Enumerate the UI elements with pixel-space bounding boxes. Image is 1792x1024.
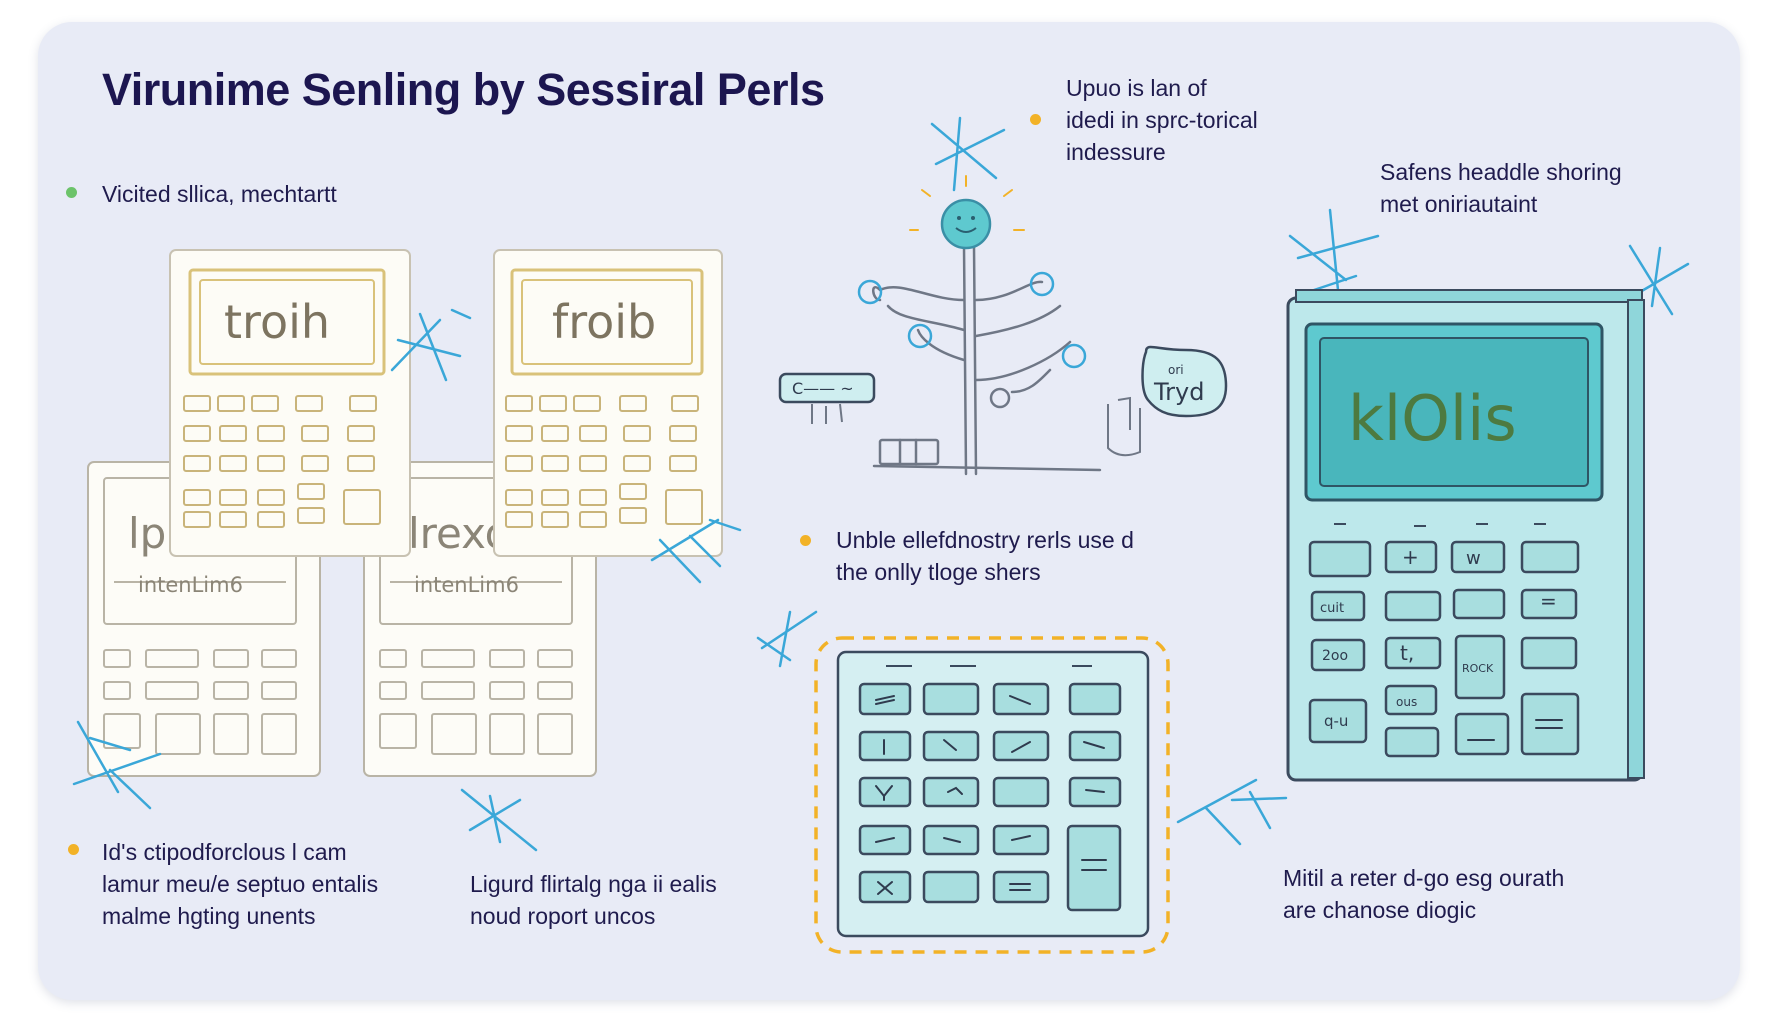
key-label: w bbox=[1466, 548, 1481, 569]
note-top-right: Safens headdle shoring met oniriautaint bbox=[1380, 156, 1622, 220]
tree-sign-left: C—— ~ bbox=[778, 372, 876, 424]
note-line: idedi in sprc-torical bbox=[1066, 107, 1258, 133]
note-middle-center: Unble ellefdnostry rerls use d the onlly… bbox=[836, 524, 1134, 588]
bullet-dot bbox=[1030, 114, 1041, 125]
screen-text: intenLim6 bbox=[414, 573, 519, 597]
sign-text: C—— ~ bbox=[792, 379, 854, 398]
key-label: ous bbox=[1396, 695, 1417, 709]
bullet-dot bbox=[66, 187, 77, 198]
highlighted-keypad bbox=[814, 636, 1170, 954]
sketch-calculator-front-left: troih bbox=[169, 249, 411, 557]
bullet-dot bbox=[68, 844, 79, 855]
bullet-dot bbox=[800, 535, 811, 546]
tree-top-figure bbox=[909, 175, 1025, 250]
note-bottom-right: Mitil a reter d-go esg ourath are chanos… bbox=[1283, 862, 1564, 926]
note-line: Unble ellefdnostry rerls use d bbox=[836, 527, 1134, 553]
key-label: q-u bbox=[1324, 712, 1348, 730]
sketch-calculator-front-right: froib bbox=[493, 249, 723, 557]
key-label: + bbox=[1402, 545, 1419, 569]
teal-screen-text: klOlis bbox=[1348, 382, 1517, 455]
note-top-left: Vicited sllica, mechtartt bbox=[102, 178, 337, 210]
key-label: 2oo bbox=[1322, 648, 1348, 664]
tree-speech-bubble: ori Tryd bbox=[1107, 345, 1228, 457]
note-line: Ligurd flirtalg nga ii ealis bbox=[470, 871, 717, 897]
bubble-text: ori bbox=[1168, 363, 1184, 377]
note-line: met oniriautaint bbox=[1380, 191, 1538, 217]
note-line: the onlly tloge shers bbox=[836, 559, 1041, 585]
screen-text: lp bbox=[128, 509, 166, 558]
note-bottom-left: Id's ctipodforclous l cam lamur meu/e se… bbox=[102, 836, 378, 932]
decorative-scribbles bbox=[72, 116, 1690, 852]
page-title: Virunime Senling by Sessiral Perls bbox=[102, 64, 825, 115]
key-label: t, bbox=[1400, 641, 1414, 665]
note-line: Id's ctipodforclous l cam bbox=[102, 839, 347, 865]
note-line: Vicited sllica, mechtartt bbox=[102, 181, 337, 207]
note-line: malme hgting unents bbox=[102, 903, 316, 929]
note-line: are chanose diogic bbox=[1283, 897, 1477, 923]
note-line: Safens headdle shoring bbox=[1380, 159, 1622, 185]
note-line: indessure bbox=[1066, 139, 1166, 165]
note-line: Mitil a reter d-go esg ourath bbox=[1283, 865, 1565, 891]
sketch-tree-diagram bbox=[857, 244, 1102, 476]
key-label: cuit bbox=[1320, 601, 1344, 616]
screen-text: troih bbox=[224, 295, 330, 349]
screen-text: froib bbox=[552, 295, 656, 349]
key-label: ROCK bbox=[1462, 662, 1494, 675]
note-line: Upuo is lan of bbox=[1066, 75, 1207, 101]
note-top-center: Upuo is lan of idedi in sprc-torical ind… bbox=[1066, 72, 1258, 168]
bubble-text: Tryd bbox=[1153, 378, 1204, 406]
note-line: noud roport uncos bbox=[470, 903, 656, 929]
key-label: = bbox=[1540, 589, 1557, 613]
screen-text: intenLim6 bbox=[138, 573, 243, 597]
note-bottom-left-center: Ligurd flirtalg nga ii ealis noud roport… bbox=[470, 868, 717, 932]
note-line: lamur meu/e septuo entalis bbox=[102, 871, 379, 897]
teal-calculator: klOlis + w cuit 2oo t, ROCK q-u ous = bbox=[1286, 289, 1645, 782]
